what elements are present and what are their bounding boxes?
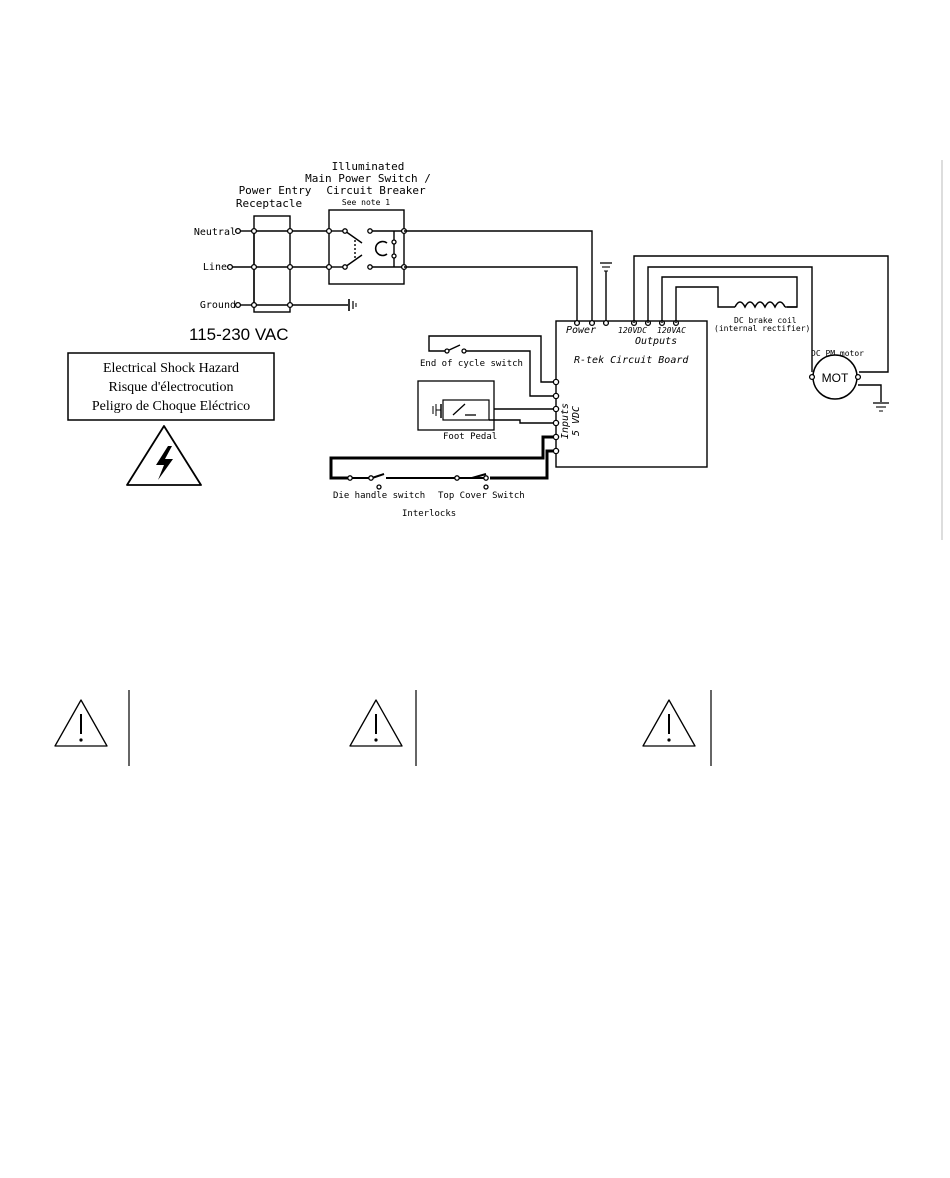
- motor-ground-icon: [873, 402, 889, 412]
- inputs-label: Inputs: [560, 403, 571, 439]
- brake-coil-label-line2: (internal rectifier): [714, 324, 810, 333]
- exclamation-warning-icon: [54, 699, 108, 747]
- switch-title-line2: Main Power Switch /: [305, 172, 431, 185]
- exclamation-warning-icon: [642, 699, 696, 747]
- ground-label: Ground: [200, 300, 236, 311]
- end-of-cycle-label: End of cycle switch: [420, 359, 523, 369]
- outputs-label: Outputs: [635, 336, 677, 347]
- power-label: Power: [566, 325, 596, 336]
- ground-icon: [600, 262, 612, 272]
- motor-text: MOT: [822, 371, 849, 385]
- interlocks-label: Interlocks: [402, 509, 456, 519]
- receptacle-title-line1: Power Entry: [239, 184, 312, 197]
- voltage-label: 115-230 VAC: [189, 325, 289, 344]
- hazard-text-english: Electrical Shock Hazard: [103, 361, 239, 376]
- lightning-warning-icon: [126, 425, 202, 486]
- brake-coil-icon: [734, 301, 797, 309]
- hazard-text-french: Risque d'électrocution: [109, 380, 234, 395]
- exclamation-warning-icon: [349, 699, 403, 747]
- neutral-label: Neutral: [194, 227, 236, 238]
- switch-title-line3: Circuit Breaker: [326, 184, 426, 197]
- receptacle-title-line2: Receptacle: [236, 197, 302, 210]
- switch-title-line1: Illuminated: [332, 160, 405, 173]
- switch-note: See note 1: [342, 198, 390, 207]
- output-120vac-label: 120VAC: [657, 326, 686, 335]
- motor-label: DC PM motor: [811, 349, 864, 358]
- line-label: Line: [203, 262, 227, 273]
- chassis-ground-icon: [348, 299, 357, 311]
- input-voltage-label: 5 VDC: [571, 406, 582, 436]
- die-handle-label: Die handle switch: [333, 491, 425, 501]
- shock-hazard-box: [67, 352, 275, 421]
- output-120vdc-label: 120VDC: [618, 326, 647, 335]
- foot-pedal-label: Foot Pedal: [443, 432, 497, 442]
- circuit-board: [555, 320, 708, 468]
- motor-icon: MOT: [812, 354, 858, 400]
- main-power-switch: [328, 209, 405, 285]
- top-cover-label: Top Cover Switch: [438, 491, 525, 501]
- foot-pedal-icon: [432, 399, 490, 421]
- board-label: R-tek Circuit Board: [574, 355, 689, 366]
- brake-coil-label-line1: DC brake coil: [734, 316, 797, 325]
- hazard-text-spanish: Peligro de Choque Eléctrico: [92, 399, 250, 414]
